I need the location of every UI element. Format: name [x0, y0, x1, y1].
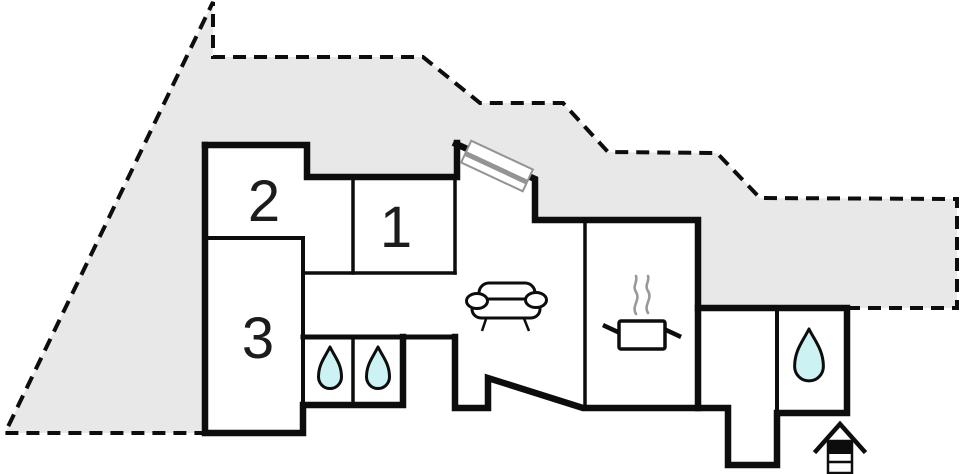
room-3-label: 3	[241, 306, 275, 371]
room-1-label: 1	[379, 195, 413, 260]
property-boundary-dashed-line	[1, 1, 959, 435]
water-drop-icon	[317, 345, 391, 390]
cooking-pot-icon	[602, 274, 682, 351]
room-2-label: 2	[247, 169, 281, 234]
sofa-icon	[465, 281, 548, 332]
interior-walls	[203, 175, 779, 415]
property-lot-area	[5, 2, 957, 433]
skylight-icon	[459, 139, 535, 193]
well-icon	[812, 420, 868, 474]
bathroom-water-drop-icon	[793, 327, 825, 383]
